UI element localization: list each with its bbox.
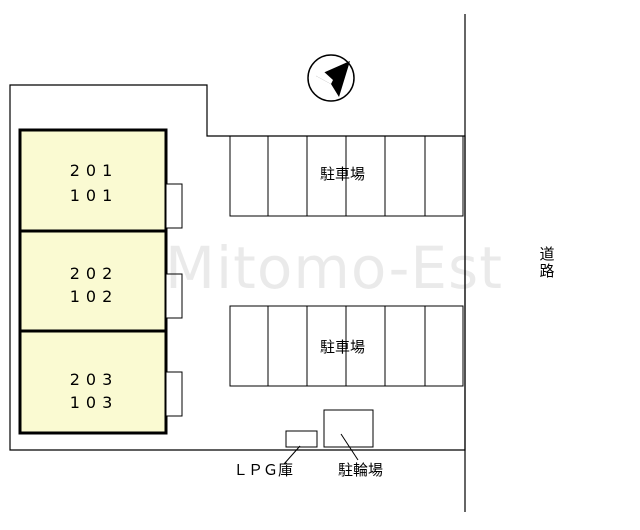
- parking-space: [229, 135, 269, 217]
- apartment-building: [18, 128, 168, 435]
- parking-space: [229, 305, 269, 387]
- lpg-leader-line: [283, 445, 301, 465]
- road-label: 道路: [539, 245, 555, 281]
- bicycle-parking-label: 駐輪場: [338, 461, 384, 479]
- parking-space: [384, 305, 426, 387]
- unit-label-upper: 201: [69, 161, 119, 180]
- bicycle-parking: [323, 409, 374, 448]
- lpg-storage: [285, 430, 318, 448]
- parking-space: [424, 305, 464, 387]
- parking-space: [267, 135, 308, 217]
- unit-label-lower: 101: [69, 186, 119, 205]
- unit-block-201-101: [18, 128, 168, 233]
- watermark: Mitomo-Est: [165, 234, 503, 302]
- unit-block-203-103: [18, 329, 168, 435]
- parking-space: [424, 135, 464, 217]
- unit-label-upper: 203: [69, 370, 119, 389]
- parking-space: [384, 135, 426, 217]
- parking-lot-bottom: [229, 305, 464, 387]
- lpg-label: ＬＰＧ庫: [233, 461, 294, 479]
- unit-label-lower: 103: [69, 393, 119, 412]
- bicycle-leader-line: [340, 433, 359, 461]
- parking-lot-top: [229, 135, 464, 217]
- unit-block-202-102: [18, 229, 168, 333]
- balcony: [165, 183, 183, 229]
- parking-label-top: 駐車場: [320, 165, 366, 183]
- unit-label-upper: 202: [69, 264, 119, 283]
- balcony: [165, 273, 183, 319]
- parking-space: [267, 305, 308, 387]
- unit-label-lower: 102: [69, 287, 119, 306]
- parking-label-bottom: 駐車場: [320, 338, 366, 356]
- compass-north-icon: [307, 54, 355, 102]
- balcony: [165, 371, 183, 417]
